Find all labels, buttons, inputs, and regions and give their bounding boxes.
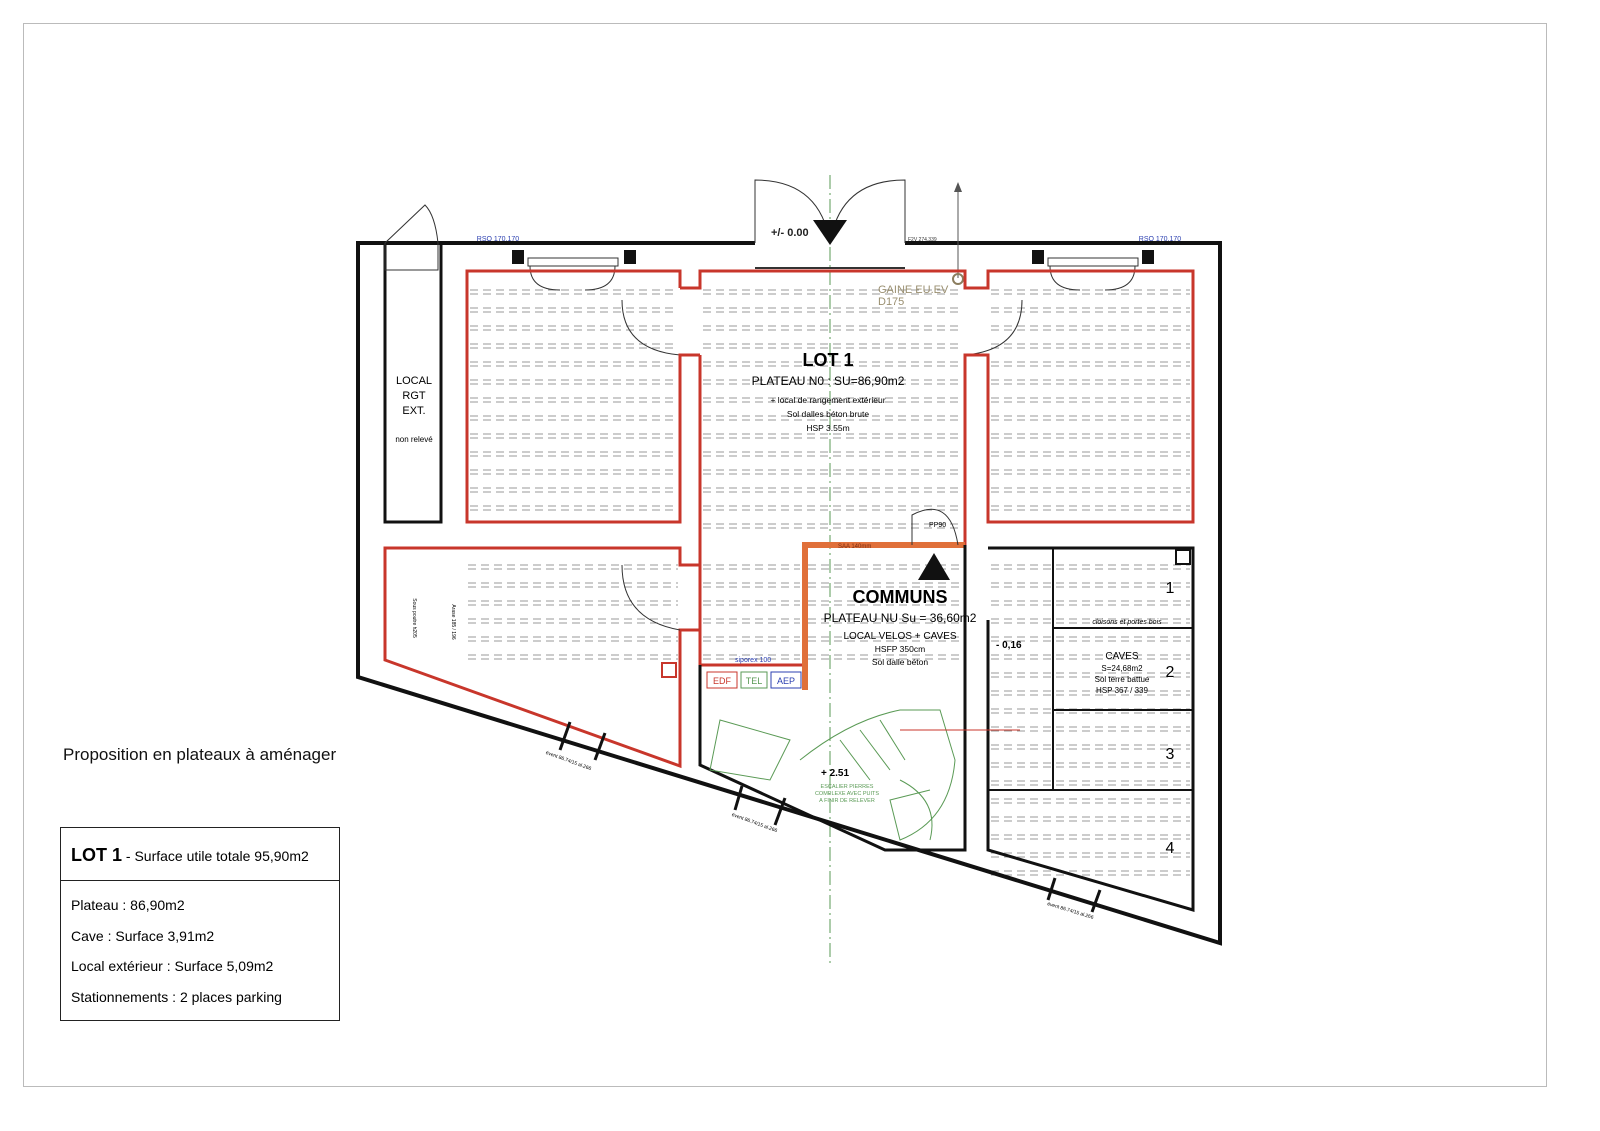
stair-note: A FINIR DE RELEVER: [819, 798, 875, 804]
door-swing: [621, 564, 681, 631]
cave-level: - 0,16: [996, 640, 1022, 651]
gaine-icon: [952, 273, 964, 285]
local-rgt-ext-room: [383, 241, 443, 524]
pp90-door[interactable]: [911, 508, 959, 546]
drawing-frame: [23, 23, 1547, 1087]
gaine-label: GAINE EU.EV: [878, 284, 949, 296]
caves-surface: S=24,68m2: [1101, 664, 1143, 673]
communs-title: COMMUNS: [853, 587, 948, 607]
legend-row: Stationnements : 2 places parking: [71, 988, 282, 1005]
aep-meter: [770, 671, 802, 689]
lot-1-outline: [383, 269, 1195, 769]
lot-detail: + local de rangement extérieur: [770, 395, 885, 405]
legend-row: Plateau : 86,90m2: [71, 897, 185, 913]
lot-detail: Sol dalles béton brute: [787, 409, 869, 419]
cave-number: 2: [1166, 664, 1175, 681]
legend-title: LOT 1: [71, 845, 123, 865]
edf-label: EDF: [713, 676, 732, 686]
radiator-icon: [1142, 250, 1154, 264]
caves-title: CAVES: [1105, 651, 1138, 662]
event-label: évent 86.74/15 al.266: [545, 750, 592, 772]
communs-walls: [698, 545, 1195, 913]
communs-detail: HSFP 350cm: [875, 644, 925, 654]
pp90-label: PP90: [929, 522, 946, 529]
communs-arrow-icon: [918, 553, 950, 580]
top-windows: [527, 257, 1139, 356]
stair-level: + 2.51: [821, 768, 850, 779]
communs-detail: Sol dalle béton: [872, 657, 929, 667]
shaft-icon: [1175, 549, 1191, 565]
event-label: évent 86.74/15 al.266: [731, 812, 778, 834]
non-releve-label: non relevé: [395, 435, 433, 444]
cave-number: 1: [1166, 580, 1175, 597]
legend-row: Cave : Surface 3,91m2: [71, 927, 215, 944]
rso-right-label: RSO 170.170: [1139, 236, 1182, 243]
vents: [558, 721, 1102, 913]
cloisons-label: cloisons et portes bois: [1092, 619, 1162, 626]
arase-label: Arase 185 / 196: [450, 604, 456, 640]
radiator-icon: [512, 250, 524, 264]
rso-left-label: RSO 170.170: [477, 236, 520, 243]
entry-level: +/- 0.00: [771, 227, 809, 239]
entry-arrow-icon: [813, 220, 847, 245]
communs-plateau: PLATEAU NU Su = 36,60m2: [824, 611, 977, 625]
surface-legend: LOT 1 - Surface utile totale 95,90m2 Pla…: [60, 827, 340, 1021]
legend-subtitle: - Surface utile totale 95,90m2: [122, 848, 309, 864]
event-label: évent 86.74/15 al.266: [1046, 901, 1094, 921]
f2v-label: F2V 274.339: [908, 237, 937, 243]
stair-note: ESCALIER PIERRES: [821, 784, 874, 790]
caves-hsp: HSP 367 / 339: [1096, 686, 1148, 695]
shaft-icon: [661, 662, 677, 678]
edf-meter: [706, 671, 738, 689]
lot-title: LOT 1: [802, 350, 853, 370]
stone-staircase: [709, 709, 956, 841]
local-rgt-label: EXT.: [402, 405, 425, 417]
caves-sol: Sol terre battue: [1095, 675, 1150, 684]
plan-caption: Proposition en plateaux à aménager: [63, 745, 337, 764]
local-rgt-label: LOCAL: [396, 375, 432, 387]
sous-poutre-label: Sous poutre h205: [411, 598, 417, 638]
communs-detail: LOCAL VELOS + CAVES: [843, 631, 956, 642]
siporex-label: siporex 100: [735, 657, 771, 664]
local-rgt-label: RGT: [402, 390, 426, 402]
lot-plateau: PLATEAU N0 : SU=86,90m2: [752, 374, 905, 388]
legend-header: LOT 1 - Surface utile totale 95,90m2: [61, 828, 339, 881]
cave-number: 4: [1166, 840, 1175, 857]
local-door-swing: [384, 204, 439, 271]
legend-row: Local extérieur : Surface 5,09m2: [71, 958, 274, 974]
tel-label: TEL: [746, 676, 763, 686]
floor-tile-hatching: [468, 289, 1190, 876]
lot-detail: HSP 3.55m: [806, 423, 849, 433]
stair-note: COMPLEXE AVEC PUITS: [815, 791, 879, 797]
saa-label: SAA 140mm: [838, 544, 871, 550]
cave-number: 3: [1166, 746, 1175, 763]
tel-meter: [740, 671, 768, 689]
aep-label: AEP: [777, 676, 795, 686]
gaine-diameter: D175: [878, 296, 904, 308]
radiator-icon: [1032, 250, 1044, 264]
radiator-icon: [624, 250, 636, 264]
north-arrow-icon: [954, 182, 962, 192]
